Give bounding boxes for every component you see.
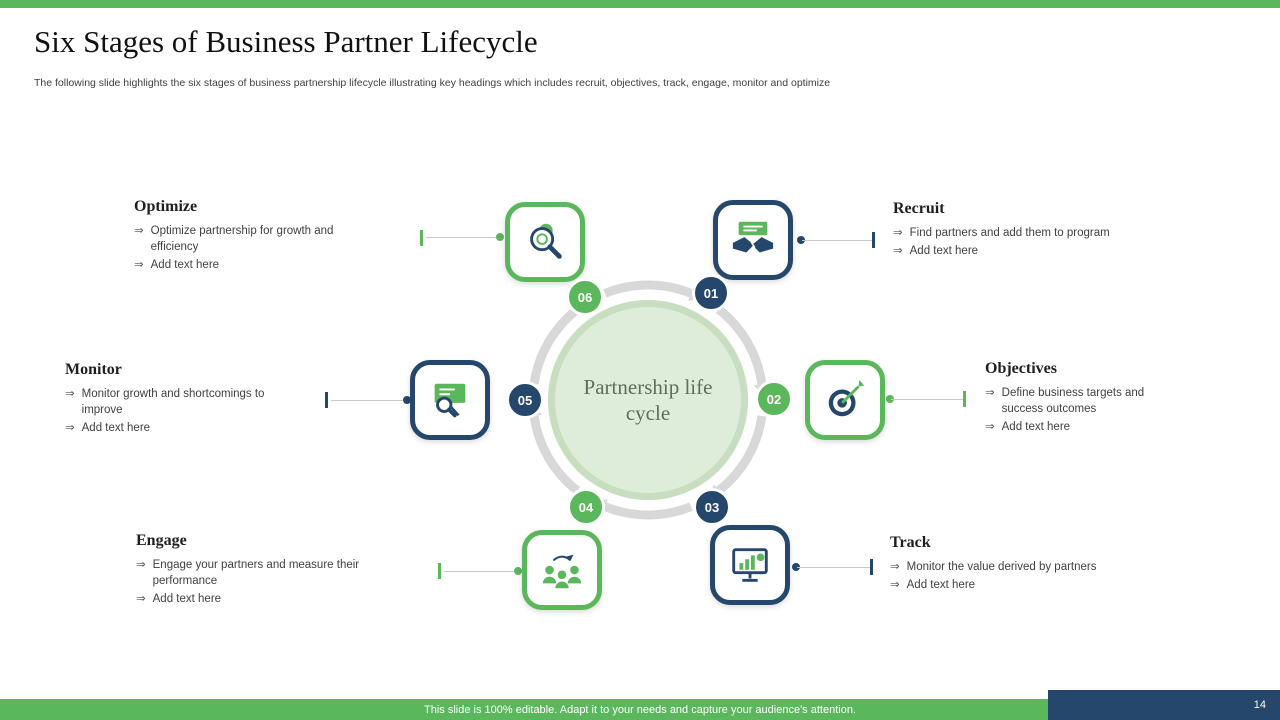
stage-bullet: ⇒ Monitor the value derived by partners bbox=[890, 559, 1140, 575]
stage-number-badge: 03 bbox=[693, 488, 731, 526]
stage-text-recruit: Recruit ⇒ Find partners and add them to … bbox=[893, 200, 1153, 261]
bullet-text: Find partners and add them to program bbox=[909, 227, 1110, 239]
top-accent-bar bbox=[0, 0, 1280, 8]
stage-bullet: ⇒ Define business targets and success ou… bbox=[985, 385, 1177, 417]
stage-title: Engage bbox=[136, 532, 187, 549]
stage-title: Recruit bbox=[893, 200, 945, 217]
stage-title: Monitor bbox=[65, 361, 122, 378]
bullet-text: Engage your partners and measure their p… bbox=[152, 559, 360, 588]
people-sync-icon bbox=[542, 554, 582, 589]
bullet-arrow-icon: ⇒ bbox=[890, 561, 900, 573]
connector-line bbox=[797, 567, 870, 568]
bullet-text: Add text here bbox=[81, 422, 151, 435]
monitor-chart-icon bbox=[732, 548, 768, 582]
bullet-text: Define business targets and success outc… bbox=[1001, 387, 1145, 416]
stage-number-badge: 02 bbox=[755, 380, 793, 418]
bullet-arrow-icon: ⇒ bbox=[136, 559, 146, 571]
presentation-magnifier-icon bbox=[434, 383, 466, 418]
stage-title: Track bbox=[890, 534, 931, 551]
stage-number-badge: 05 bbox=[506, 381, 544, 419]
cycle-center: Partnership life cycle bbox=[548, 300, 748, 500]
connector-dot bbox=[886, 395, 894, 403]
connector-dot bbox=[403, 396, 411, 404]
footer-note-bar: This slide is 100% editable. Adapt it to… bbox=[0, 699, 1280, 720]
stage-bullet: ⇒ Monitor growth and shortcomings to imp… bbox=[65, 386, 303, 418]
bullet-text: Add text here bbox=[909, 245, 979, 258]
cycle-center-label: Partnership life cycle bbox=[583, 374, 713, 425]
bullet-arrow-icon: ⇒ bbox=[985, 387, 995, 399]
bullet-arrow-icon: ⇒ bbox=[893, 227, 903, 239]
bullet-text: Add text here bbox=[150, 259, 220, 272]
connector-tick bbox=[438, 563, 441, 579]
stage-bullet: ⇒ Add text here bbox=[985, 419, 1177, 435]
connector-dot bbox=[797, 236, 805, 244]
stage-icon-card-track bbox=[710, 525, 790, 605]
stage-title: Optimize bbox=[134, 198, 198, 215]
handshake-icon bbox=[732, 221, 774, 253]
stage-text-monitor: Monitor ⇒ Monitor growth and shortcoming… bbox=[65, 361, 303, 438]
page-number-box: 14 bbox=[1048, 690, 1280, 720]
stage-bullet: ⇒ Optimize partnership for growth and ef… bbox=[134, 223, 374, 255]
bullet-arrow-icon: ⇒ bbox=[890, 579, 900, 592]
connector-dot bbox=[792, 563, 800, 571]
stage-text-optimize: Optimize ⇒ Optimize partnership for grow… bbox=[134, 198, 374, 275]
stage-bullet: ⇒ Add text here bbox=[893, 243, 1153, 259]
stage-number-badge: 06 bbox=[566, 278, 604, 316]
bullet-arrow-icon: ⇒ bbox=[985, 421, 995, 434]
stage-number-badge: 01 bbox=[692, 274, 730, 312]
bullet-text: Add text here bbox=[906, 579, 976, 592]
stage-icon-card-monitor bbox=[410, 360, 490, 440]
stage-bullet: ⇒ Engage your partners and measure their… bbox=[136, 557, 394, 589]
stage-bullet: ⇒ Add text here bbox=[890, 577, 1140, 593]
bullet-text: Monitor growth and shortcomings to impro… bbox=[81, 388, 265, 417]
stage-text-track: Track ⇒ Monitor the value derived by par… bbox=[890, 534, 1140, 595]
magnifier-gear-icon bbox=[530, 223, 562, 259]
bullet-arrow-icon: ⇒ bbox=[136, 593, 146, 606]
bullet-arrow-icon: ⇒ bbox=[893, 245, 903, 258]
page-title: Six Stages of Business Partner Lifecycle bbox=[34, 24, 538, 59]
connector-tick bbox=[963, 391, 966, 407]
bullet-arrow-icon: ⇒ bbox=[134, 259, 144, 272]
page-number: 14 bbox=[1253, 699, 1266, 711]
stage-icon-card-engage bbox=[522, 530, 602, 610]
bullet-arrow-icon: ⇒ bbox=[65, 422, 75, 435]
stage-bullet: ⇒ Add text here bbox=[136, 591, 394, 607]
stage-bullet: ⇒ Add text here bbox=[65, 420, 303, 436]
bullet-text: Add text here bbox=[1001, 421, 1071, 434]
connector-line bbox=[331, 400, 407, 401]
bullet-text: Add text here bbox=[152, 593, 222, 606]
stage-text-objectives: Objectives ⇒ Define business targets and… bbox=[985, 360, 1177, 437]
connector-dot bbox=[514, 567, 522, 575]
bullet-arrow-icon: ⇒ bbox=[65, 388, 75, 400]
stage-icon-card-recruit bbox=[713, 200, 793, 280]
bullet-text: Monitor the value derived by partners bbox=[906, 561, 1097, 573]
stage-title: Objectives bbox=[985, 360, 1057, 377]
connector-dot bbox=[496, 233, 504, 241]
stage-number-badge: 04 bbox=[567, 488, 605, 526]
stage-icon-card-optimize bbox=[505, 202, 585, 282]
page-subtitle: The following slide highlights the six s… bbox=[34, 77, 831, 89]
connector-line bbox=[802, 240, 872, 241]
connector-tick bbox=[872, 232, 875, 248]
connector-tick bbox=[325, 392, 328, 408]
connector-tick bbox=[420, 230, 423, 246]
stage-text-engage: Engage ⇒ Engage your partners and measur… bbox=[136, 532, 394, 609]
stage-bullet: ⇒ Add text here bbox=[134, 257, 374, 273]
footer-note-text: This slide is 100% editable. Adapt it to… bbox=[424, 703, 856, 716]
target-arrow-icon bbox=[828, 379, 865, 417]
bullet-arrow-icon: ⇒ bbox=[134, 225, 144, 237]
connector-tick bbox=[870, 559, 873, 575]
connector-line bbox=[444, 571, 518, 572]
bullet-text: Optimize partnership for growth and effi… bbox=[150, 225, 334, 254]
stage-bullet: ⇒ Find partners and add them to program bbox=[893, 225, 1153, 241]
connector-line bbox=[426, 237, 500, 238]
connector-line bbox=[891, 399, 963, 400]
stage-icon-card-objectives bbox=[805, 360, 885, 440]
